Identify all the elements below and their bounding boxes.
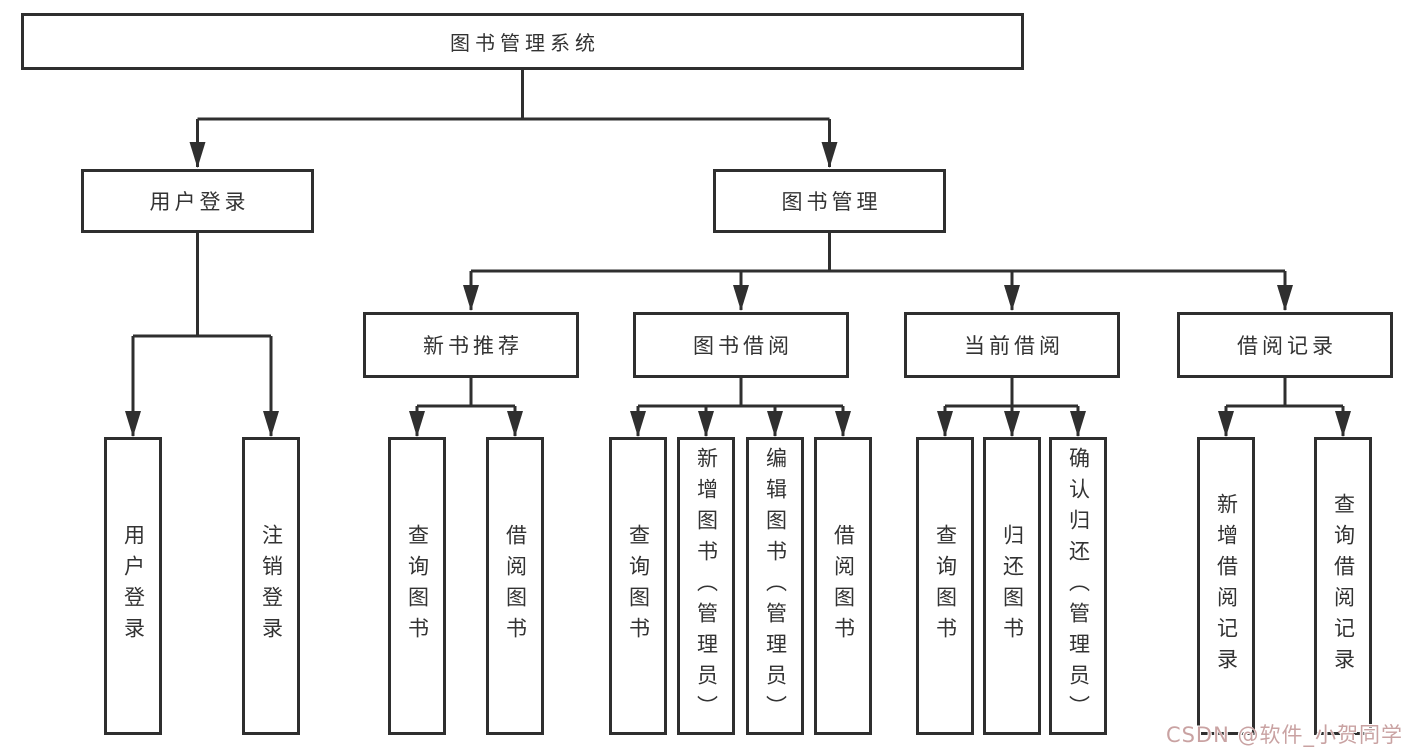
connector-borrowing-records-children [1218,378,1351,437]
node-label: 新书推荐 [423,334,523,358]
node-label: 查询图书 [405,524,430,648]
connector-book-management-children [463,233,1293,311]
node-borrowing-records: 借阅记录 [1177,312,1393,378]
node-label: 用户登录 [149,190,250,214]
node-label: 图书管理系统 [450,31,600,55]
node-label: 查询借阅记录 [1331,493,1356,679]
node-label: 新增借阅记录 [1214,493,1239,679]
node-label: 查询图书 [933,524,958,648]
connector-current-borrowing-children [937,378,1086,437]
node-label: 当前借阅 [964,334,1064,358]
node-new-book-recommendation: 新书推荐 [363,312,579,378]
leaf-query-books-current: 查询图书 [916,437,974,735]
leaf-borrow-books-recommend: 借阅图书 [486,437,544,735]
node-label: 查询图书 [626,524,651,648]
leaf-logout: 注销登录 [242,437,300,735]
leaf-edit-books-admin: 编辑图书（管理员） [746,437,804,735]
connector-book-borrowing-children [630,378,851,437]
node-current-borrowing: 当前借阅 [904,312,1120,378]
node-label: 确认归还（管理员） [1066,446,1091,726]
csdn-watermark: CSDN @软件_小贺同学 [1165,723,1403,747]
node-label: 用户登录 [121,524,146,648]
connector-user-login-children [125,233,279,437]
leaf-return-books: 归还图书 [983,437,1041,735]
leaf-add-books-admin: 新增图书（管理员） [677,437,735,735]
node-book-borrowing: 图书借阅 [633,312,849,378]
leaf-query-books-borrowing: 查询图书 [609,437,667,735]
leaf-query-borrow-record: 查询借阅记录 [1314,437,1372,735]
leaf-borrow-books-borrowing: 借阅图书 [814,437,872,735]
node-label: 图书管理 [781,190,882,214]
leaf-confirm-return-admin: 确认归还（管理员） [1049,437,1107,735]
node-label: 编辑图书（管理员） [763,446,788,726]
node-library-management-system: 图书管理系统 [21,13,1024,70]
node-label: 借阅记录 [1237,334,1337,358]
node-book-management: 图书管理 [713,169,946,233]
leaf-user-login: 用户登录 [104,437,162,735]
node-user-login: 用户登录 [81,169,314,233]
node-label: 借阅图书 [831,524,856,648]
node-label: 借阅图书 [503,524,528,648]
node-label: 归还图书 [1000,524,1025,648]
node-label: 图书借阅 [693,334,793,358]
connector-root-to-level2 [189,70,838,168]
connector-new-book-recommendation-children [409,378,523,437]
node-label: 新增图书（管理员） [694,446,719,726]
node-label: 注销登录 [259,524,284,648]
leaf-query-books-recommend: 查询图书 [388,437,446,735]
leaf-add-borrow-record: 新增借阅记录 [1197,437,1255,735]
